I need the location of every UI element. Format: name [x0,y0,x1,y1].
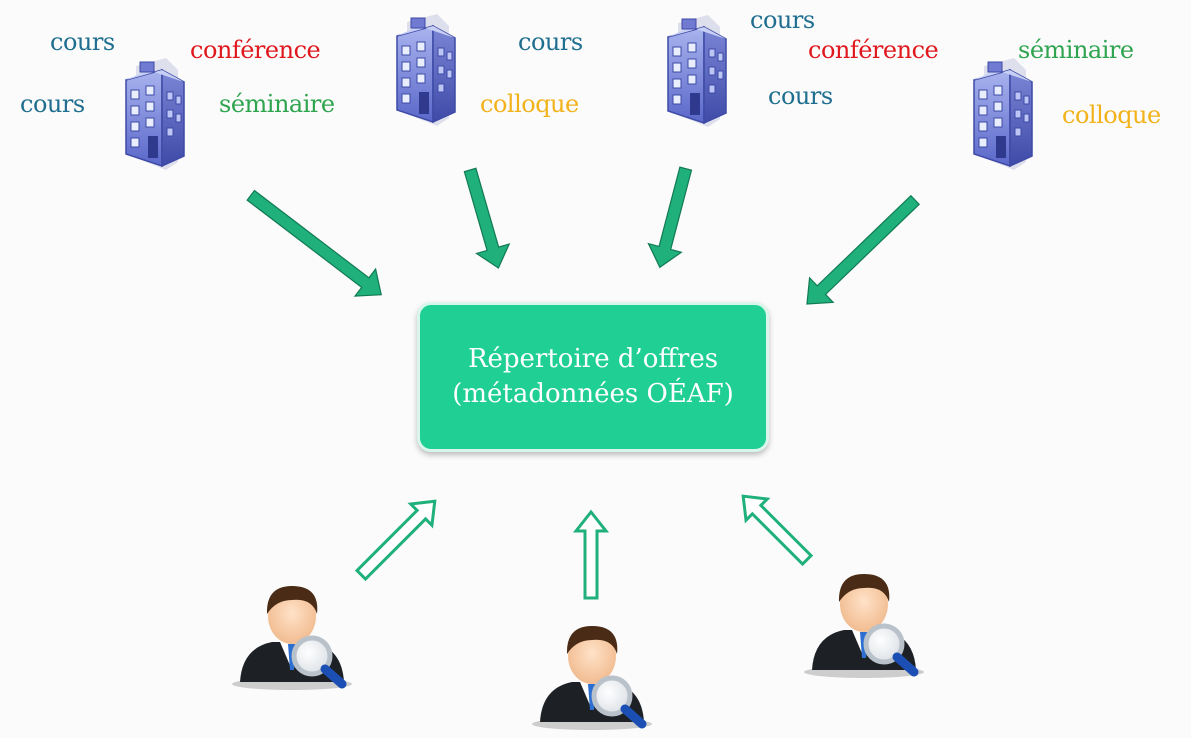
institution-1-word: cours [50,28,115,56]
user-3-user-search-icon [804,574,924,678]
institution-1-word: conférence [190,36,321,64]
institution-3-word: cours [750,6,815,34]
arrow-institution-1-to-hub [246,189,382,297]
arrow-user-2-to-hub [572,509,610,600]
arrow-institution-2-to-hub [463,167,511,269]
arrow-institution-3-to-hub [647,166,693,269]
institution-4-word: séminaire [1018,36,1134,64]
institution-3-word: cours [768,82,833,110]
arrow-institution-4-to-hub [806,194,921,305]
institution-1-building-icon [125,57,185,171]
institution-4-word: colloque [1062,101,1161,129]
institution-3-word: conférence [808,36,939,64]
user-2-user-search-icon [532,626,652,730]
hub-subtitle: (métadonnées OÉAF) [452,379,734,409]
institution-1-word: séminaire [219,90,335,118]
institution-2-word: cours [518,28,583,56]
arrow-user-3-to-hub [741,494,814,567]
arrow-user-1-to-hub [354,499,437,582]
institution-2-building-icon [396,13,456,127]
offer-repository-box: Répertoire d’offres (métadonnées OÉAF) [417,302,769,452]
institution-1-word: cours [20,90,85,118]
user-1-user-search-icon [232,586,352,690]
institution-3-building-icon [667,14,727,128]
institution-4-building-icon [973,57,1033,171]
hub-title: Répertoire d’offres [467,343,719,374]
institution-2-word: colloque [480,90,579,118]
